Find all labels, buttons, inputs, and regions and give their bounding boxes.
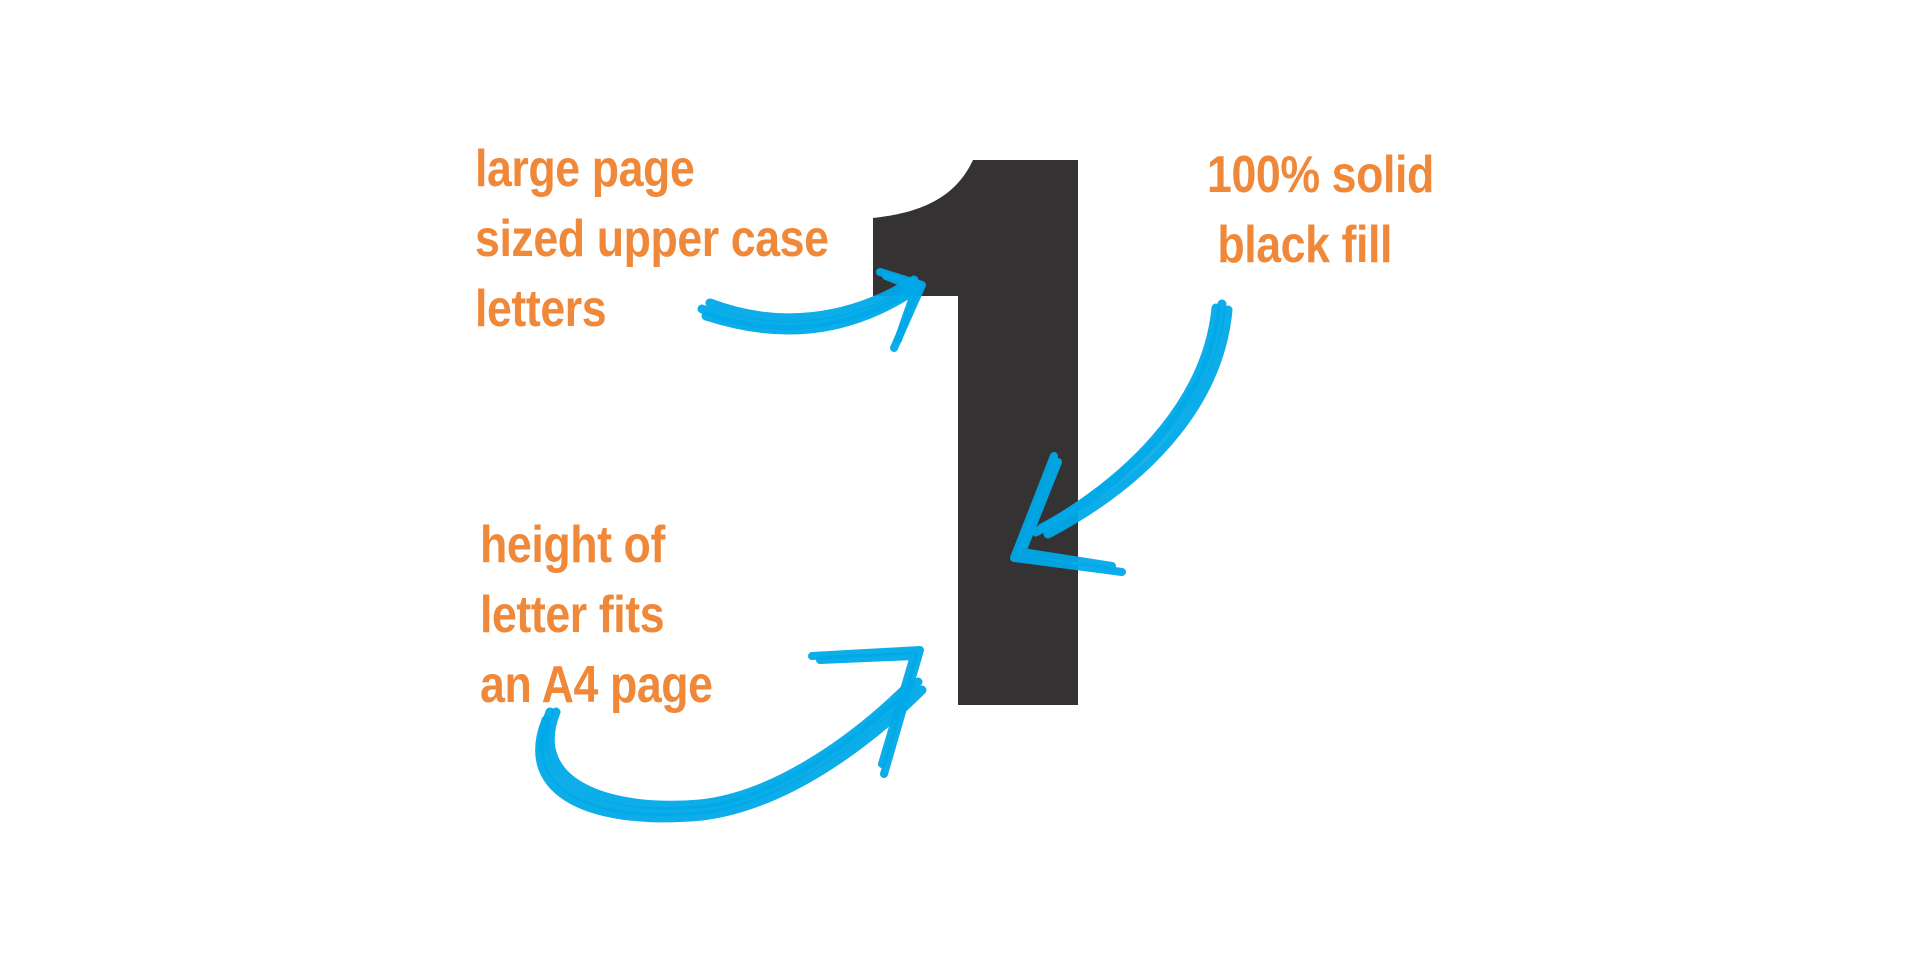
annotation-line: letters <box>475 280 607 338</box>
numeral-one-shape <box>873 160 1078 705</box>
annotation-bottom-left: height of letter fits an A4 page <box>480 510 713 720</box>
annotation-line: black fill <box>1217 216 1392 274</box>
brush-arrow-icon <box>1010 299 1233 576</box>
annotation-line: sized upper case <box>475 210 829 268</box>
annotation-line: height of <box>480 516 665 574</box>
annotation-top-right: 100% solid black fill <box>1207 140 1434 280</box>
brush-arrow-icon <box>535 646 927 823</box>
annotation-top-left: large page sized upper case letters <box>475 134 829 344</box>
annotation-line: large page <box>475 140 695 198</box>
brush-arrow-icon <box>697 268 926 352</box>
annotation-line: letter fits <box>480 586 665 644</box>
annotation-line: an A4 page <box>480 656 713 714</box>
annotation-line: 100% solid <box>1207 146 1434 204</box>
